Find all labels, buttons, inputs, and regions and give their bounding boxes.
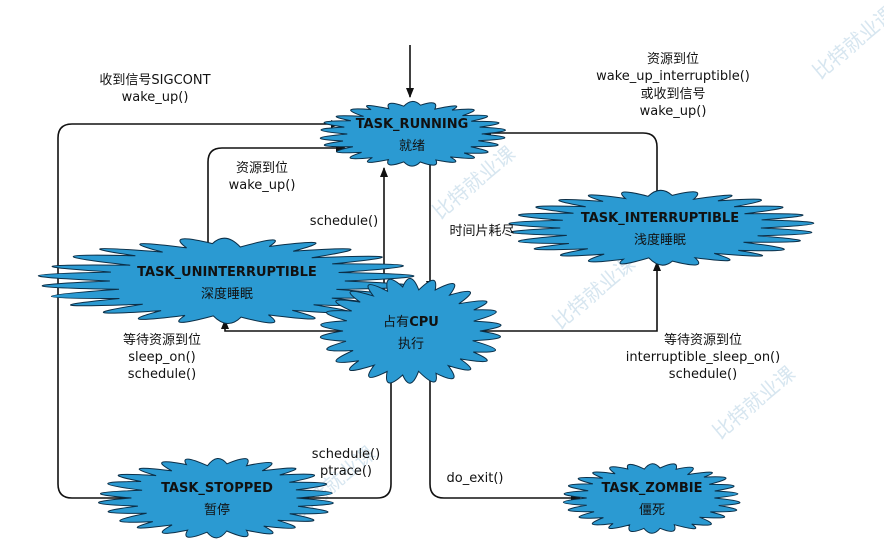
arrow-cpu-to-interruptible: [478, 261, 661, 332]
label-stop-line2: ptrace(): [320, 464, 372, 479]
connectors: [57, 45, 661, 502]
arrow-uninterruptible-to-running: [207, 144, 346, 250]
state-interruptible-subtitle: 浅度睡眠: [634, 232, 686, 248]
state-uninterruptible-title: TASK_UNINTERRUPTIBLE: [137, 265, 317, 280]
state-running-title: TASK_RUNNING: [356, 117, 469, 132]
label-timeslice: 时间片耗尽: [449, 224, 514, 239]
state-cpu-subtitle: 执行: [398, 337, 424, 352]
label-sleep-line3: schedule(): [128, 367, 196, 382]
arrow-cpu-to-zombie: [429, 372, 581, 502]
label-exit: do_exit(): [446, 471, 503, 486]
state-uninterruptible: TASK_UNINTERRUPTIBLE 深度睡眠: [37, 237, 415, 324]
arrow-interruptible-to-running: [481, 129, 658, 192]
transition-labels: 收到信号SIGCONT wake_up() 资源到位 wake_up_inter…: [99, 52, 780, 486]
state-stopped-subtitle: 暂停: [204, 502, 230, 518]
label-sleep-line1: 等待资源到位: [123, 332, 201, 348]
label-int-wake-line3: 或收到信号: [640, 87, 705, 102]
state-stopped-shape: [98, 457, 334, 539]
state-zombie: TASK_ZOMBIE 僵死: [563, 463, 741, 534]
state-cpu-title-prefix: 占有: [383, 315, 409, 330]
state-interruptible-shape: [508, 189, 815, 266]
label-stop-line1: schedule(): [312, 447, 380, 462]
state-cpu-shape: [320, 277, 502, 384]
label-sigcont-line2: wake_up(): [122, 90, 189, 105]
arrow-stopped-to-running: [57, 120, 341, 499]
label-int-wake-line1: 资源到位: [647, 52, 699, 67]
label-sleep-line2: sleep_on(): [128, 350, 195, 365]
label-unint-wake-line2: wake_up(): [229, 178, 296, 193]
state-running: TASK_RUNNING 就绪: [319, 100, 506, 167]
state-zombie-subtitle: 僵死: [639, 503, 665, 518]
state-cpu-title-main: CPU: [409, 315, 439, 330]
state-stopped-title: TASK_STOPPED: [161, 481, 273, 496]
label-schedule: schedule(): [310, 214, 378, 229]
label-unint-wake-line1: 资源到位: [236, 161, 288, 176]
state-zombie-shape: [563, 463, 741, 534]
label-int-wake-line2: wake_up_interruptible(): [596, 69, 750, 84]
state-cpu: 占有CPU 执行: [320, 277, 502, 384]
label-sigcont-line1: 收到信号SIGCONT: [99, 73, 210, 88]
state-running-subtitle: 就绪: [399, 139, 425, 154]
state-stopped: TASK_STOPPED 暂停: [98, 457, 334, 539]
state-running-shape: [319, 100, 506, 167]
state-uninterruptible-subtitle: 深度睡眠: [201, 286, 253, 302]
state-zombie-title: TASK_ZOMBIE: [602, 481, 703, 496]
label-int-wake-line4: wake_up(): [640, 104, 707, 119]
watermark-group: 比特就业课 比特就业课 比特就业课 比特就业课 比特就业课: [288, 1, 884, 524]
state-cpu-title: 占有CPU: [383, 315, 439, 330]
state-interruptible-title: TASK_INTERRUPTIBLE: [581, 211, 739, 226]
watermark: 比特就业课: [808, 1, 884, 84]
state-uninterruptible-shape: [37, 237, 415, 324]
arrow-cpu-to-stopped: [299, 372, 392, 502]
state-interruptible: TASK_INTERRUPTIBLE 浅度睡眠: [508, 189, 815, 266]
label-isleep-line2: interruptible_sleep_on(): [626, 350, 780, 365]
label-isleep-line3: schedule(): [669, 367, 737, 382]
label-isleep-line1: 等待资源到位: [664, 332, 742, 348]
